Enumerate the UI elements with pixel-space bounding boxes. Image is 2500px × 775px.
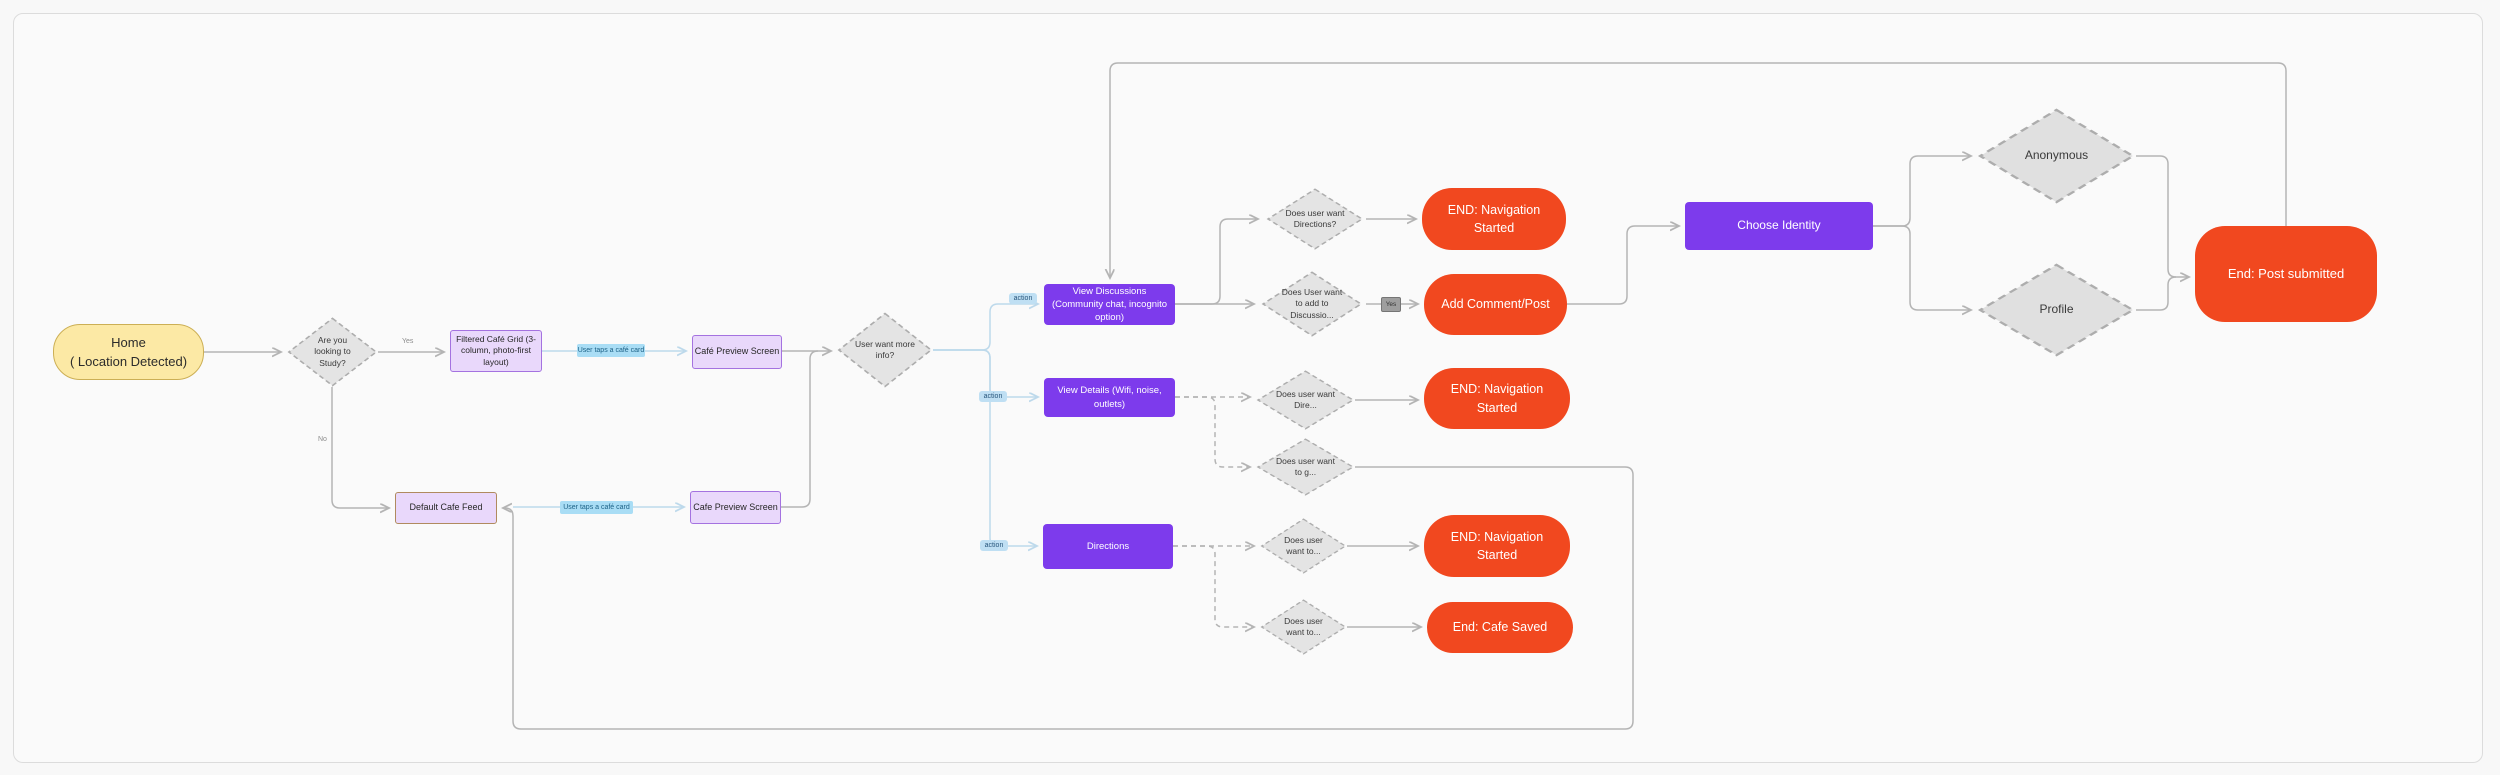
node-label: Does user want Directions?	[1285, 207, 1345, 229]
node-decision-want-to-2[interactable]: Does user want to...	[1260, 599, 1347, 655]
node-decision-anonymous[interactable]: Anonymous	[1977, 108, 2136, 204]
node-label: View Discussions (Community chat, incogn…	[1051, 285, 1168, 324]
edge-label-text: action	[984, 542, 1004, 549]
node-cafe-preview-screen-top[interactable]: Café Preview Screen	[692, 335, 782, 369]
node-add-comment-post[interactable]: Add Comment/Post	[1424, 274, 1567, 335]
node-label: End: Post submitted	[2227, 266, 2345, 282]
node-label: Home ( Location Detected)	[69, 334, 188, 370]
edge-label-no: No	[318, 436, 327, 443]
edge-label-yes: Yes	[402, 338, 414, 345]
node-decision-want-go[interactable]: Does user want to g...	[1256, 438, 1355, 496]
node-decision-want-to-1[interactable]: Does user want to...	[1260, 518, 1347, 574]
node-label: END: Navigation Started	[1450, 529, 1544, 562]
edge-label-text: action	[1013, 295, 1033, 302]
node-filtered-cafe-grid[interactable]: Filtered Café Grid (3-column, photo-firs…	[450, 330, 542, 372]
node-label: END: Navigation Started	[1447, 202, 1541, 235]
node-label: Directions	[1086, 540, 1130, 552]
diamond-shape	[287, 317, 378, 387]
node-label: Choose Identity	[1737, 218, 1821, 233]
edge-label-user-taps-card-bottom[interactable]: User taps a café card	[560, 501, 633, 514]
edge-label-text: Yes	[1385, 301, 1397, 308]
edge-label-user-taps-card-top[interactable]: User taps a café card	[577, 344, 645, 357]
diamond-shape	[1977, 108, 2136, 204]
node-decision-want-directions[interactable]: Does user want Directions?	[1266, 188, 1364, 250]
node-label: Does user want to...	[1284, 615, 1323, 637]
node-label: Does user want to g...	[1275, 455, 1336, 477]
node-label: Does user want Dire...	[1275, 388, 1336, 410]
node-decision-more-info[interactable]: User want more info?	[837, 312, 933, 388]
node-default-cafe-feed[interactable]: Default Cafe Feed	[395, 492, 497, 524]
node-label: End: Cafe Saved	[1452, 620, 1548, 635]
node-view-discussions[interactable]: View Discussions (Community chat, incogn…	[1044, 284, 1175, 325]
node-label: Add Comment/Post	[1441, 297, 1550, 312]
edge-label-text: User taps a café card	[577, 347, 645, 354]
node-label: Does User want to add to Discussio...	[1281, 286, 1343, 320]
edge-label-text: action	[983, 393, 1003, 400]
node-end-navigation-1[interactable]: END: Navigation Started	[1422, 188, 1566, 250]
diamond-shape	[1266, 188, 1364, 250]
node-directions[interactable]: Directions	[1043, 524, 1173, 569]
diamond-shape	[1260, 599, 1347, 655]
diamond-shape	[1260, 518, 1347, 574]
node-label: Anonymous	[2024, 148, 2089, 163]
diamond-shape	[1261, 271, 1363, 337]
node-choose-identity[interactable]: Choose Identity	[1685, 202, 1873, 250]
diamond-shape	[1256, 370, 1355, 430]
edge-label-action-2[interactable]: action	[979, 391, 1007, 402]
node-end-navigation-3[interactable]: END: Navigation Started	[1424, 515, 1570, 577]
diamond-shape	[837, 312, 933, 388]
node-decision-want-dire[interactable]: Does user want Dire...	[1256, 370, 1355, 430]
node-label: View Details (Wifi, noise, outlets)	[1057, 385, 1162, 410]
edge-label-yes-tag[interactable]: Yes	[1381, 297, 1401, 312]
node-decision-looking-to-study[interactable]: Are you looking to Study?	[287, 317, 378, 387]
node-label: Café Preview Screen	[694, 346, 780, 357]
node-cafe-preview-screen-bottom[interactable]: Cafe Preview Screen	[690, 491, 781, 524]
edge-label-action-1[interactable]: action	[1009, 293, 1037, 304]
edge-label-action-3[interactable]: action	[980, 540, 1008, 551]
node-label: END: Navigation Started	[1450, 382, 1544, 415]
node-end-post-submitted[interactable]: End: Post submitted	[2195, 226, 2377, 322]
node-label: Cafe Preview Screen	[693, 501, 778, 512]
node-home[interactable]: Home ( Location Detected)	[53, 324, 204, 380]
node-end-navigation-2[interactable]: END: Navigation Started	[1424, 368, 1570, 429]
node-decision-profile[interactable]: Profile	[1977, 263, 2136, 357]
node-label: User want more info?	[855, 338, 915, 360]
node-end-cafe-saved[interactable]: End: Cafe Saved	[1427, 602, 1573, 653]
node-label: Does user want to...	[1284, 534, 1323, 556]
diamond-shape	[1256, 438, 1355, 496]
edge-label-text: User taps a café card	[563, 504, 630, 511]
diamond-shape	[1977, 263, 2136, 357]
node-decision-add-to-discussion[interactable]: Does User want to add to Discussio...	[1261, 271, 1363, 337]
node-label: Filtered Café Grid (3-column, photo-firs…	[456, 333, 536, 367]
node-label: Are you looking to Study?	[314, 334, 351, 368]
node-label: Profile	[2039, 302, 2074, 317]
node-label: Default Cafe Feed	[409, 502, 483, 513]
node-view-details[interactable]: View Details (Wifi, noise, outlets)	[1044, 378, 1175, 417]
